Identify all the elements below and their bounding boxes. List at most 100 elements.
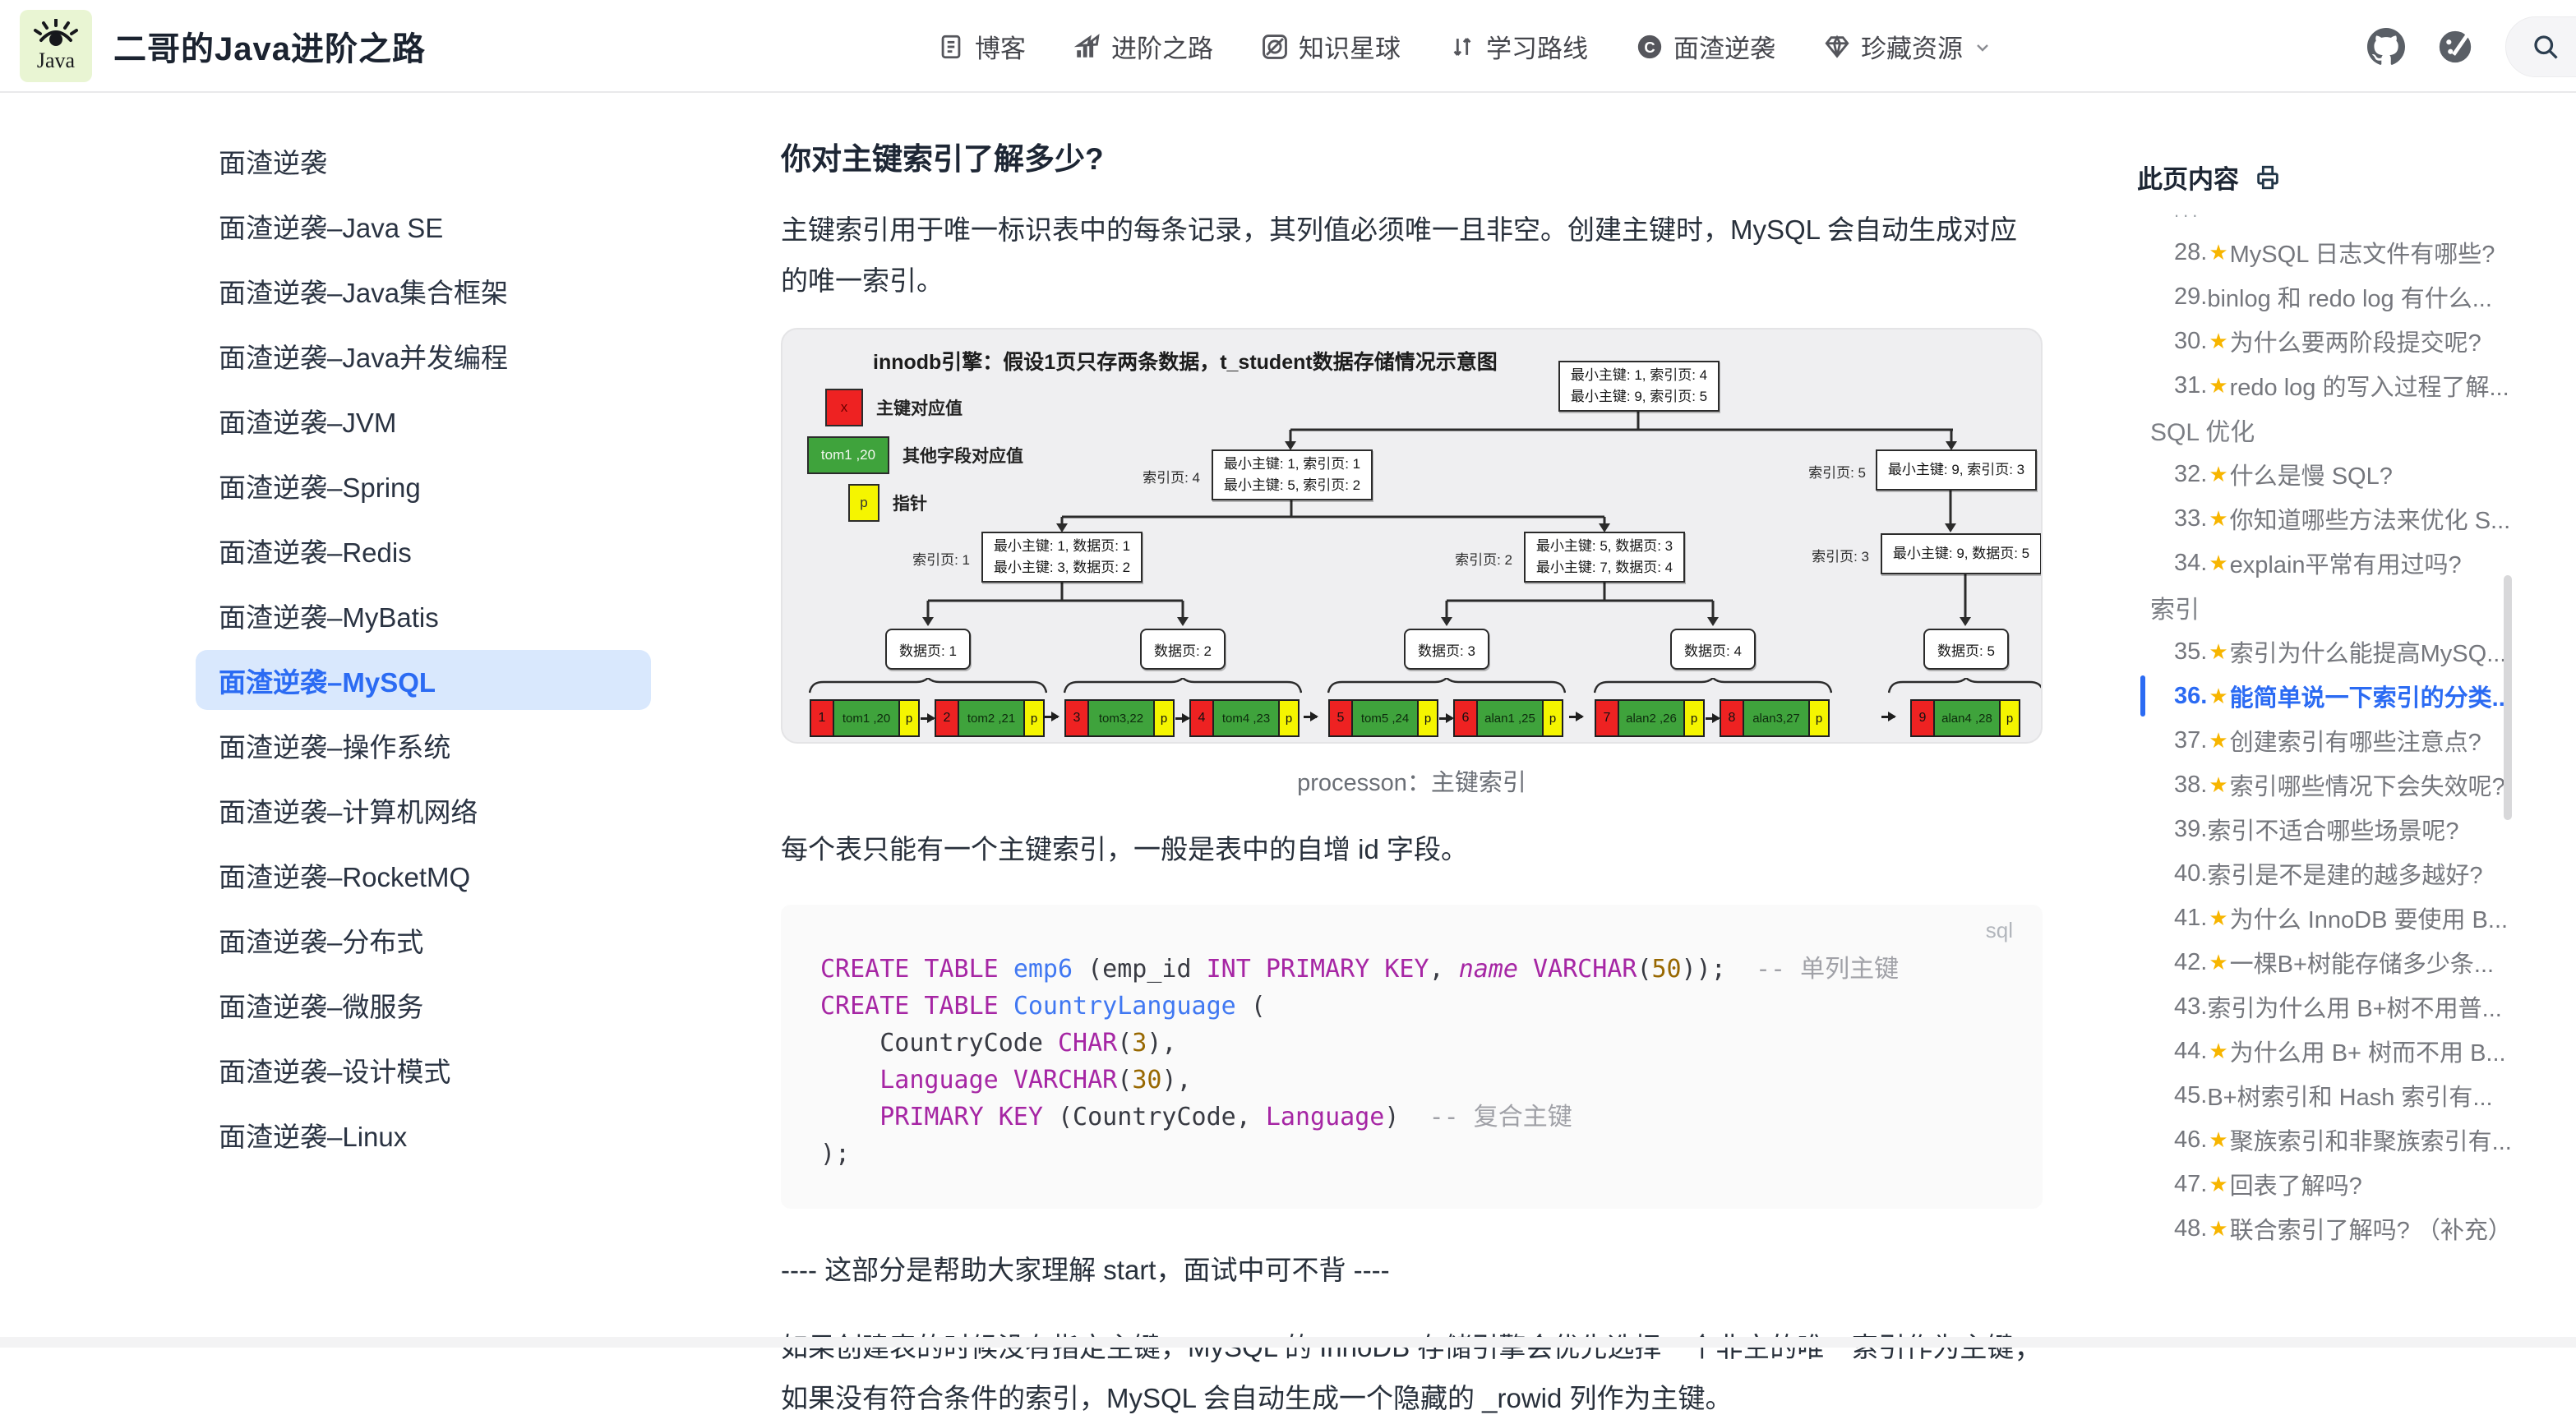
toc-item-label: redo log 的写入过程了解... (2230, 368, 2509, 403)
toc-item-30[interactable]: 30.★为什么要两阶段提交呢? (2137, 319, 2515, 363)
toc-item-label: 什么是慢 SQL? (2230, 457, 2393, 491)
toc-item-label: 索引哪些情况下会失效呢? (2230, 767, 2505, 802)
code-token: -- 复合主键 (1429, 1103, 1572, 1131)
sidebar-item-2[interactable]: 面渣逆袭–Java集合框架 (196, 260, 651, 320)
doc-icon (937, 33, 965, 61)
sidebar-item-label: 面渣逆袭–Redis (219, 531, 412, 570)
record-key: 9 (1910, 699, 1935, 737)
star-icon: ★ (2209, 506, 2227, 532)
sidebar-item-0[interactable]: 面渣逆袭 (196, 131, 651, 191)
printer-icon[interactable] (2254, 164, 2282, 191)
sidebar-item-label: 面渣逆袭–RocketMQ (219, 855, 470, 895)
eye-icon (33, 19, 79, 47)
nav-right (2367, 0, 2576, 93)
sidebar-item-3[interactable]: 面渣逆袭–Java并发编程 (196, 325, 651, 385)
site-title: 二哥的Java进阶之路 (113, 22, 426, 70)
brace (1888, 678, 2043, 694)
code-language-badge: sql (1986, 918, 2013, 943)
nav-item-5[interactable]: 珍藏资源 (1823, 28, 1992, 65)
toc-item-44[interactable]: 44.★为什么用 B+ 树而不用 B... (2137, 1029, 2515, 1073)
code-token: ( (1117, 1029, 1132, 1058)
sidebar-item-11[interactable]: 面渣逆袭–RocketMQ (196, 845, 651, 905)
toc-item-46[interactable]: 46.★聚族索引和非聚族索引有... (2137, 1118, 2515, 1162)
record-key: 7 (1595, 699, 1619, 737)
toc-item-34[interactable]: 34.★explain平常有用过吗? (2137, 541, 2515, 585)
page-label: 索引页: 2 (1430, 548, 1512, 569)
sidebar-item-5[interactable]: 面渣逆袭–Spring (196, 455, 651, 515)
nav-item-label: 进阶之路 (1111, 28, 1213, 65)
nav-item-3[interactable]: 学习路线 (1448, 28, 1588, 65)
sidebar-item-7[interactable]: 面渣逆袭–MyBatis (196, 585, 651, 645)
palette-icon[interactable] (2436, 28, 2474, 66)
sidebar-item-1[interactable]: 面渣逆袭–Java SE (196, 196, 651, 256)
toc-item-label: MySQL 日志文件有哪些? (2230, 235, 2495, 270)
toc-scrollbar[interactable] (2504, 575, 2512, 820)
toc-item-label: 索引为什么用 B+树不用普... (2207, 989, 2502, 1024)
toc-item-clipped[interactable]: ... (2137, 205, 2523, 230)
toc-item-39[interactable]: 39.索引不适合哪些场景呢? (2137, 807, 2515, 851)
brace (1327, 678, 1566, 694)
nav-item-1[interactable]: 进阶之路 (1073, 28, 1213, 65)
star-icon: ★ (2209, 1127, 2227, 1153)
code-token (999, 955, 1013, 984)
toc-item-32[interactable]: 32.★什么是慢 SQL? (2137, 452, 2515, 496)
toc-item-29[interactable]: 29.binlog 和 redo log 有什么... (2137, 274, 2515, 319)
toc-item-number: 43. (2174, 993, 2207, 1021)
toc-section[interactable]: SQL 优化 (2137, 408, 2523, 452)
code-token: CountryCode (820, 1029, 1058, 1058)
github-icon[interactable] (2367, 28, 2405, 66)
sidebar-item-9[interactable]: 面渣逆袭–操作系统 (196, 715, 651, 775)
nav-item-0[interactable]: 博客 (937, 28, 1026, 65)
sidebar-item-8[interactable]: 面渣逆袭–MySQL (196, 650, 651, 710)
toc-item-31[interactable]: 31.★redo log 的写入过程了解... (2137, 363, 2515, 408)
toc-item-43[interactable]: 43.索引为什么用 B+树不用普... (2137, 984, 2515, 1029)
sidebar-item-10[interactable]: 面渣逆袭–计算机网络 (196, 780, 651, 840)
toc-item-number: 37. (2174, 727, 2207, 754)
toc-item-35[interactable]: 35.★索引为什么能提高MySQ... (2137, 629, 2515, 674)
toc-item-label: 为什么用 B+ 树而不用 B... (2230, 1034, 2506, 1068)
primary-key-index-diagram: innodb引擎：假设1页只存两条数据，t_student数据存储情况示意图 x… (781, 328, 2043, 744)
toc-item-37[interactable]: 37.★创建索引有哪些注意点? (2137, 718, 2515, 763)
sidebar-item-6[interactable]: 面渣逆袭–Redis (196, 520, 651, 580)
toc-item-28[interactable]: 28.★MySQL 日志文件有哪些? (2137, 230, 2515, 274)
toc-item-48[interactable]: 48.★联合索引了解吗? （补充） (2137, 1206, 2515, 1251)
star-icon: ★ (2209, 728, 2227, 753)
page-label: 索引页: 5 (1784, 461, 1866, 482)
sidebar-item-4[interactable]: 面渣逆袭–JVM (196, 390, 651, 450)
sidebar-item-15[interactable]: 面渣逆袭–Linux (196, 1104, 651, 1164)
toc-item-number: 31. (2174, 372, 2207, 399)
star-icon: ★ (2209, 551, 2227, 576)
toc-item-45[interactable]: 45.B+树索引和 Hash 索引有... (2137, 1073, 2515, 1118)
toc-section[interactable]: 索引 (2137, 585, 2523, 629)
code-token: , (1429, 955, 1459, 984)
toc-item-label: explain平常有用过吗? (2230, 546, 2462, 580)
brand[interactable]: Java 二哥的Java进阶之路 (20, 10, 426, 82)
code-token: ), (1147, 1029, 1176, 1058)
search-box[interactable] (2505, 16, 2576, 77)
toc-item-41[interactable]: 41.★为什么 InnoDB 要使用 B... (2137, 896, 2515, 940)
star-icon: ★ (2209, 950, 2227, 975)
sidebar-item-12[interactable]: 面渣逆袭–分布式 (196, 910, 651, 970)
record-key: 5 (1328, 699, 1353, 737)
toc-item-number: 33. (2174, 505, 2207, 532)
toc-item-38[interactable]: 38.★索引哪些情况下会失效呢? (2137, 763, 2515, 807)
nav-item-2[interactable]: 知识星球 (1261, 28, 1401, 65)
star-icon: ★ (2209, 462, 2227, 487)
toc-item-33[interactable]: 33.★你知道哪些方法来优化 S... (2137, 496, 2515, 541)
toc-item-40[interactable]: 40.索引是不是建的越多越好? (2137, 851, 2515, 896)
code-line-3: CountryCode CHAR(3), (820, 1025, 2003, 1062)
toc-item-42[interactable]: 42.★一棵B+树能存储多少条... (2137, 940, 2515, 984)
toc-item-47[interactable]: 47.★回表了解吗? (2137, 1162, 2515, 1206)
record-pointer: p (1808, 699, 1830, 737)
sidebar-item-14[interactable]: 面渣逆袭–设计模式 (196, 1039, 651, 1099)
code-token (820, 1066, 879, 1094)
toc-item-36[interactable]: 36.★能简单说一下索引的分类... (2137, 674, 2515, 718)
sidebar-item-13[interactable]: 面渣逆袭–微服务 (196, 975, 651, 1035)
